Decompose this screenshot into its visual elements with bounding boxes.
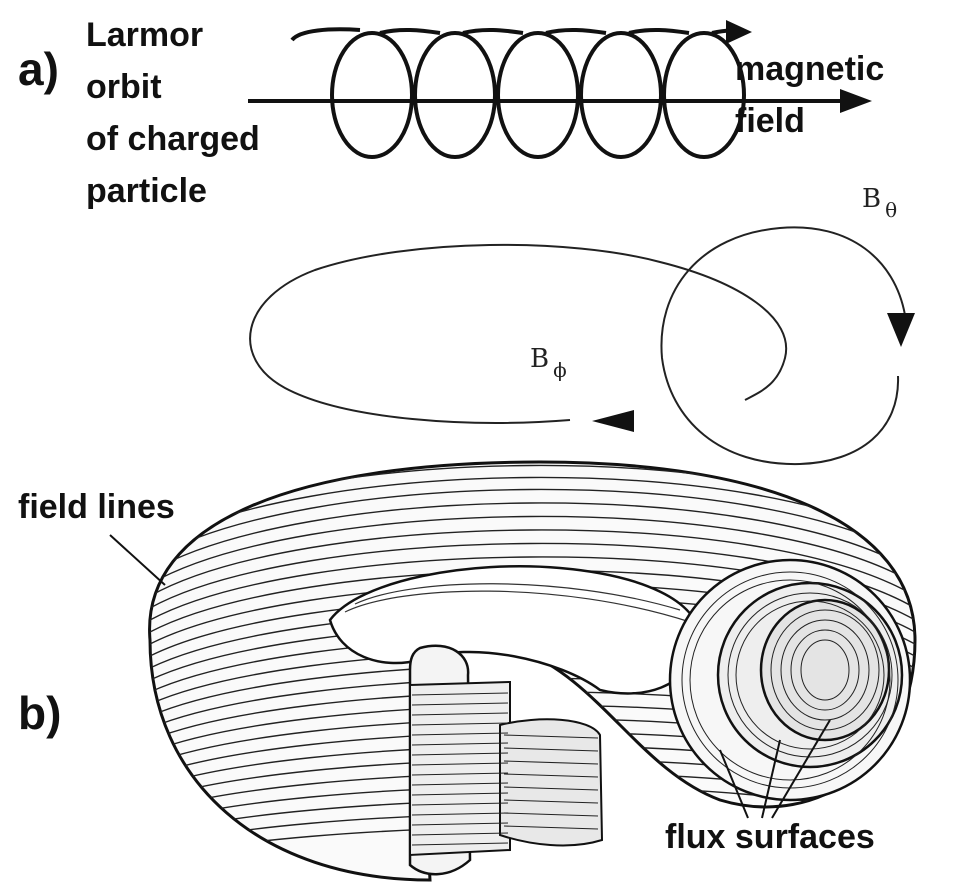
flux-surfaces-label: flux surfaces (665, 818, 875, 856)
panel-a-letter: a) (18, 43, 59, 95)
magnetic-field-arrow (248, 89, 872, 113)
toroidal-field-loop (249, 243, 788, 424)
left-cutaway (408, 644, 604, 876)
b-phi-arrowhead (592, 410, 634, 432)
magnetic-label: magnetic (735, 50, 885, 88)
b-theta-arrowhead (887, 313, 915, 347)
flux-surfaces-leaders (719, 719, 831, 819)
larmor-label-line2: orbit (86, 68, 162, 106)
field-lines-leader (109, 534, 166, 586)
helix-arrowhead (726, 20, 752, 44)
torus (109, 460, 917, 882)
field-label: field (735, 102, 805, 140)
panel-b-letter: b) (18, 687, 62, 739)
field-lines-label: field lines (18, 488, 175, 526)
poloidal-field-loop (660, 226, 906, 466)
larmor-label-line1: Larmor (86, 16, 204, 54)
nested-flux-surfaces (668, 558, 912, 802)
larmor-label-line4: particle (86, 172, 207, 210)
larmor-helix (290, 27, 746, 159)
larmor-label-line3: of charged (86, 120, 260, 158)
